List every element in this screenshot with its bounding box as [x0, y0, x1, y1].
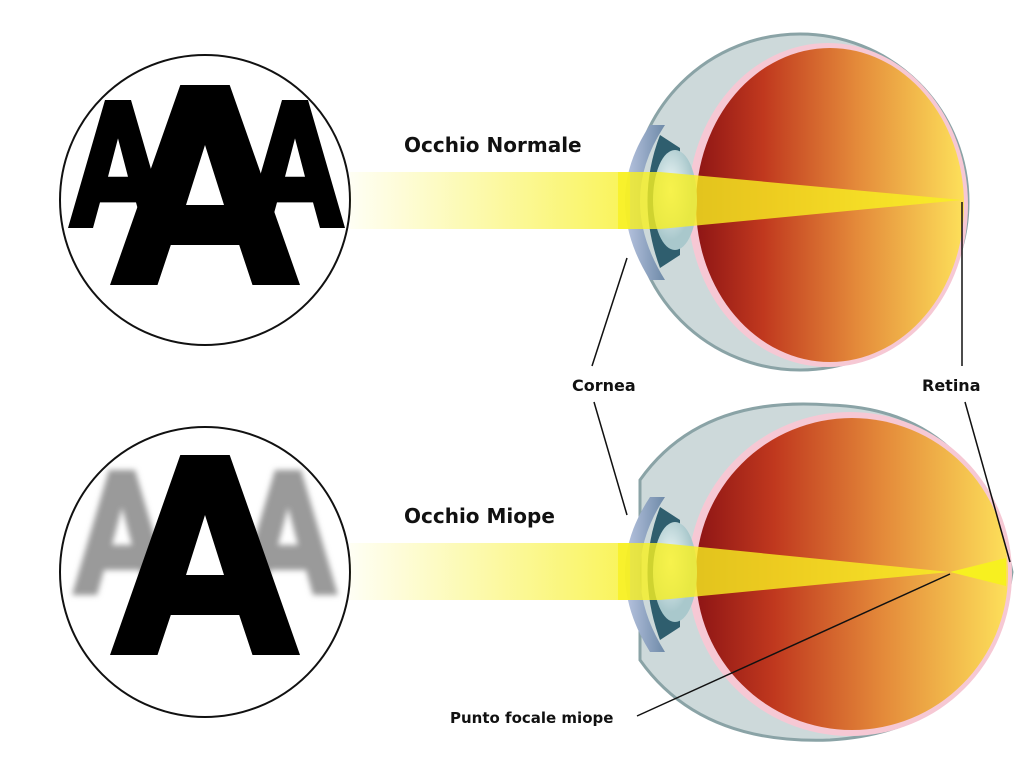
myopic-vision-circle: [59, 426, 351, 718]
label-cornea: Cornea: [572, 376, 636, 395]
normal-vision-circle: [59, 54, 351, 346]
normal-eye: [350, 32, 970, 372]
label-retina: Retina: [922, 376, 981, 395]
cornea: [625, 125, 665, 280]
focused-beam: [618, 172, 962, 229]
focused-beam-myopic: [618, 543, 950, 600]
label-myopic-eye: Occhio Miope: [404, 504, 555, 528]
light-beam-myopic: [350, 543, 630, 600]
light-beam: [350, 172, 630, 229]
myopic-eye: [350, 402, 1014, 742]
label-myopic-focal-point: Punto focale miope: [450, 709, 613, 727]
pointer-lines: [591, 202, 1011, 717]
diverging-beam: [950, 558, 1006, 586]
label-normal-eye: Occhio Normale: [404, 133, 582, 157]
